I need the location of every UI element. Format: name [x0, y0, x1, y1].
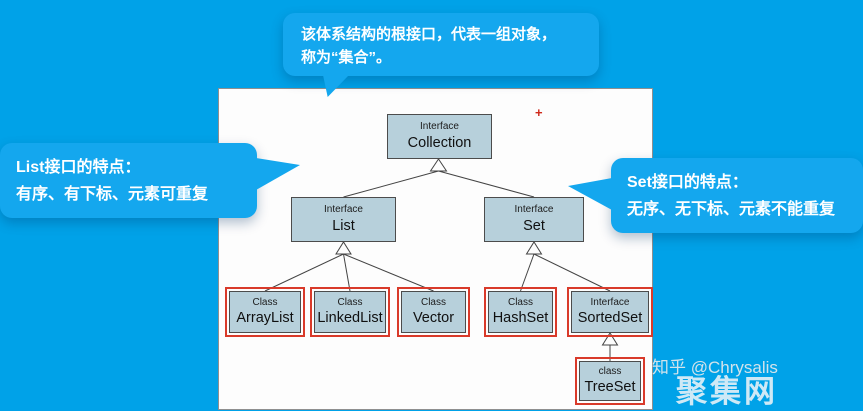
cursor-plus-marker: + [535, 105, 543, 120]
node-name: LinkedList [317, 310, 383, 327]
node-stereotype: Interface [514, 204, 554, 216]
node-set: Interface Set [484, 197, 584, 242]
node-stereotype: Class [507, 296, 533, 308]
callout-text-line: 称为“集合”。 [301, 49, 392, 67]
node-sortedset: Interface SortedSet [567, 287, 653, 337]
node-name: Set [523, 217, 545, 234]
watermark-credit: 知乎 @Chrysalis [652, 358, 778, 377]
connector-lines [264, 158, 619, 361]
node-stereotype: Class [420, 296, 446, 308]
node-stereotype: Class [252, 296, 278, 308]
node-name: Collection [407, 134, 472, 151]
callout-text-line: 无序、无下标、元素不能重复 [627, 201, 836, 219]
node-stereotype: Interface [324, 204, 363, 216]
callout-text-line: List接口的特点： [16, 159, 141, 176]
watermark-site: 聚集网 [676, 374, 778, 409]
callout-collection: 该体系结构的根接口，代表一组对象， 称为“集合”。 [283, 13, 599, 97]
node-name: Vector [412, 310, 455, 327]
callout-set: Set接口的特点： 无序、无下标、元素不能重复 [568, 158, 863, 233]
node-stereotype: Class [337, 296, 363, 308]
callout-text-line: 有序、有下标、元素可重复 [16, 186, 209, 204]
callout-text-line: Set接口的特点： [627, 174, 748, 191]
node-stereotype: Interface [420, 121, 459, 133]
callout-list: List接口的特点： 有序、有下标、元素可重复 [0, 143, 300, 218]
node-treeset: class TreeSet [575, 357, 645, 405]
node-stereotype: class [598, 365, 622, 377]
node-hashset: Class HashSet [484, 287, 557, 337]
node-name: ArrayList [236, 310, 294, 327]
node-list: Interface List [291, 197, 396, 242]
node-linkedlist: Class LinkedList [310, 287, 390, 337]
diagram-canvas: + Interface Collection Interface List In… [218, 88, 653, 410]
node-name: HashSet [492, 310, 549, 327]
node-arraylist: Class ArrayList [225, 287, 305, 337]
node-name: SortedSet [577, 310, 643, 327]
node-collection: Interface Collection [387, 114, 492, 159]
node-name: List [332, 217, 355, 234]
node-stereotype: Interface [590, 296, 630, 308]
node-vector: Class Vector [397, 287, 470, 337]
callout-text-line: 该体系结构的根接口，代表一组对象， [301, 26, 557, 43]
node-name: TreeSet [584, 379, 636, 396]
